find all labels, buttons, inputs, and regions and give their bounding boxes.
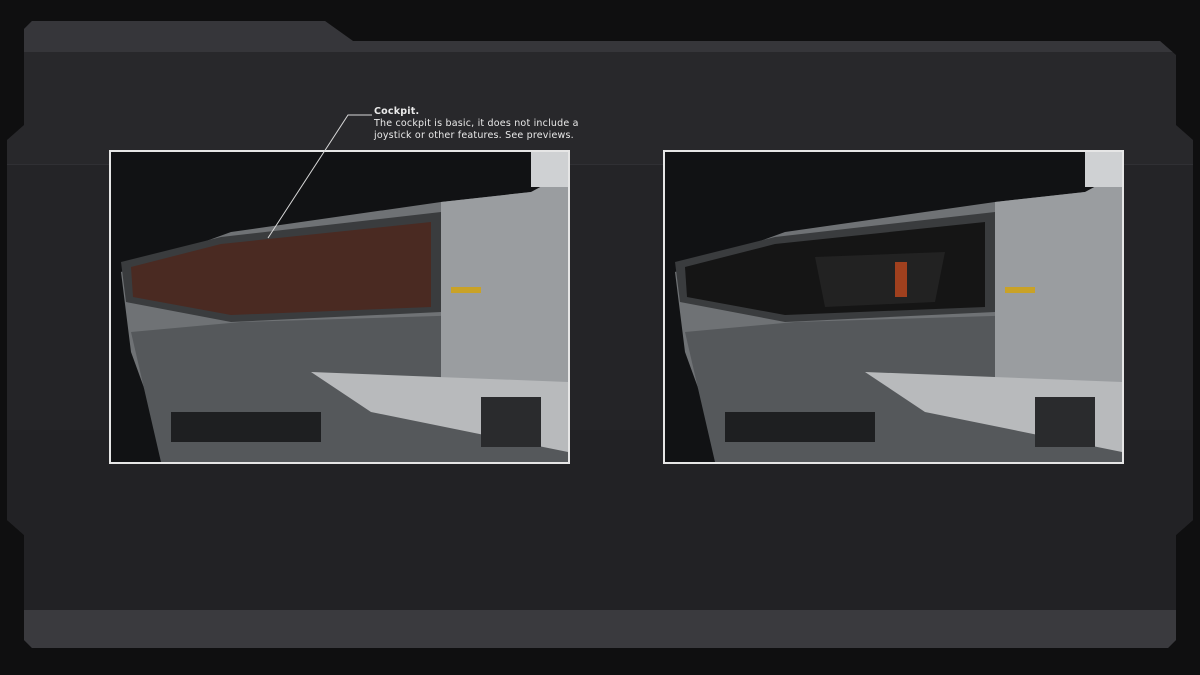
- cockpit-callout: Cockpit. The cockpit is basic, it does n…: [374, 106, 579, 142]
- frame-top-band: [7, 21, 1193, 52]
- callout-title: Cockpit.: [374, 106, 420, 117]
- render-cockpit-open: [663, 150, 1124, 464]
- callout-line-1: The cockpit is basic, it does not includ…: [374, 118, 579, 129]
- cockpit-glass: [131, 222, 431, 315]
- ship-illustration-open: [675, 152, 1122, 462]
- frame-bottom-band: [7, 610, 1193, 648]
- callout-line-2: joystick or other features. See previews…: [374, 130, 574, 141]
- render-cockpit-closed: [109, 150, 570, 464]
- ship-illustration-closed: [121, 152, 568, 462]
